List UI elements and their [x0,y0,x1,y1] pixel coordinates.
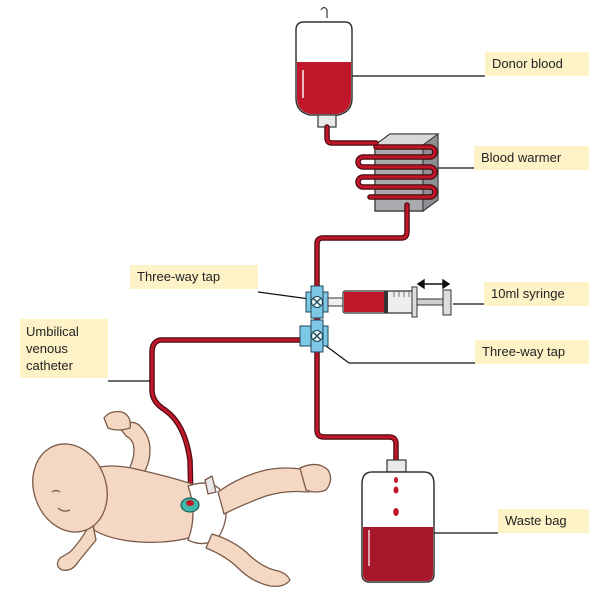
umbilical-catheter-cap [181,498,199,512]
waste-bag [362,460,434,582]
umbilical-catheter-label: Umbilical venous catheter [20,319,108,378]
three-way-tap-upper-label: Three-way tap [130,265,258,289]
baby-illustration [21,412,331,587]
syringe-label: 10ml syringe [484,282,589,306]
donor-blood-fill [297,62,351,114]
three-way-tap-upper [306,286,328,318]
hanger-icon [321,8,327,19]
syringe [328,280,451,317]
blood-warmer-label: Blood warmer [474,146,589,170]
double-arrow-icon [418,280,449,288]
donor-blood-label: Donor blood [485,52,589,76]
three-way-tap-lower-label: Three-way tap [475,340,589,364]
three-way-tap-lower [300,320,328,352]
waste-bag-label: Waste bag [498,509,589,533]
donor-blood-bag [296,8,352,128]
